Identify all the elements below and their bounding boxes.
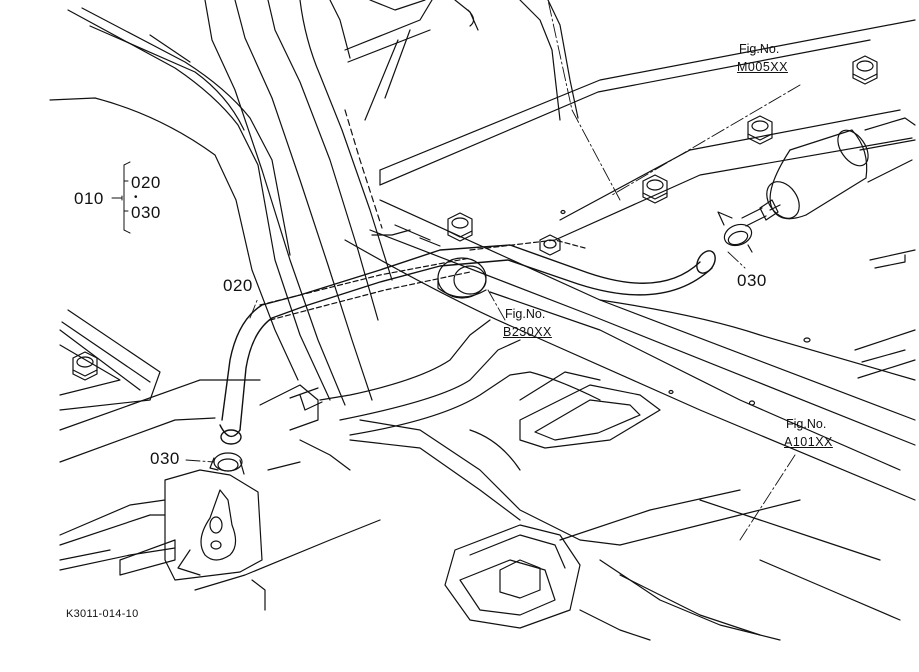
- center-floor: [267, 224, 901, 641]
- hose-clamp-left: [209, 452, 245, 475]
- fig-label-a101xx: Fig.No.: [786, 417, 827, 431]
- leader-m005xx-a: [547, 0, 621, 201]
- hidden-hose-path: [259, 239, 586, 321]
- fig-ref-a101xx[interactable]: A101XX: [784, 435, 833, 449]
- bolt-row: [72, 55, 878, 381]
- floor-holes: [560, 209, 811, 406]
- leader-b230xx: [487, 289, 506, 321]
- floor-beam: [344, 19, 916, 501]
- grommet: [437, 257, 487, 299]
- leader-030-right: [727, 251, 746, 269]
- part-label-030-right[interactable]: 030: [737, 271, 767, 290]
- cab-pillar: [49, 0, 579, 406]
- fig-label-b230xx: Fig.No.: [505, 307, 546, 321]
- fuel-filter: [741, 117, 916, 227]
- leader-a101xx: [739, 454, 796, 541]
- leader-020: [249, 297, 259, 319]
- group-bracket: [111, 161, 131, 234]
- fig-label-m005xx: Fig.No.: [739, 42, 780, 56]
- leader-m005xx-b: [611, 84, 801, 196]
- fig-ref-b230xx[interactable]: B230XX: [503, 325, 552, 339]
- diagram-code: K3011-014-10: [66, 608, 139, 620]
- left-floor-panel: [59, 309, 323, 576]
- group-parent-label: 010: [74, 189, 104, 208]
- leader-030-left: [185, 459, 215, 463]
- hose-clamp-right: [717, 211, 753, 253]
- group-dot: •: [134, 192, 139, 203]
- part-label-020[interactable]: 020: [223, 276, 253, 295]
- fuel-hose: [219, 244, 716, 445]
- part-label-030-left[interactable]: 030: [150, 449, 180, 468]
- group-child-030: 030: [131, 203, 161, 222]
- leader-lines: [185, 0, 801, 541]
- lower-bracket: [164, 469, 381, 611]
- group-child-020: 020: [131, 173, 161, 192]
- fig-ref-m005xx[interactable]: M005XX: [737, 60, 788, 74]
